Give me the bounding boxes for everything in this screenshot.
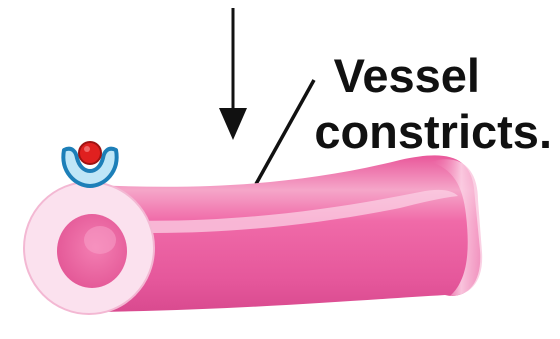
label-leader-line (256, 80, 314, 184)
ligand-icon (79, 142, 101, 164)
stimulus-arrow-icon (219, 8, 247, 140)
annotation-label-line-1: Vessel (334, 52, 480, 99)
annotation-label-line-2: constricts. (314, 108, 552, 155)
vessel-lumen-shine (84, 226, 116, 254)
